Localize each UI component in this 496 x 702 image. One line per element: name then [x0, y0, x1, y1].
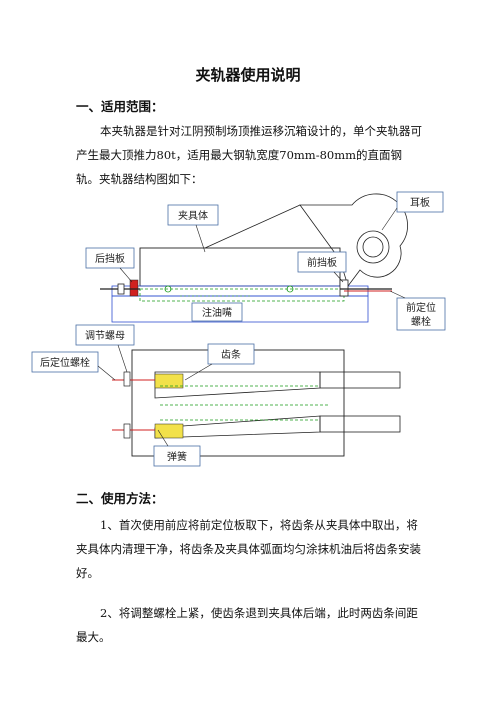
svg-text:螺栓: 螺栓 [411, 315, 431, 328]
svg-text:齿条: 齿条 [221, 348, 241, 361]
grease-nipple-2 [286, 285, 294, 293]
svg-text:夹具体: 夹具体 [178, 209, 208, 222]
svg-text:耳板: 耳板 [410, 196, 430, 209]
usage-step-2: 2、将调整螺栓上紧，使齿条退到夹具体后端，此时两齿条间距最大。 [76, 606, 418, 644]
rear-nut-shape [117, 283, 125, 295]
callout-ear-plate: 耳板 [381, 191, 444, 231]
scope-paragraph: 本夹轨器是针对江阴预制场顶推运移沉箱设计的，单个夹轨器可产生最大顶推力80t，适… [76, 124, 422, 186]
callout-clamp-body: 夹具体 [167, 204, 219, 253]
svg-text:后定位螺栓: 后定位螺栓 [40, 356, 90, 369]
callout-rear-baffle: 后挡板 [85, 247, 135, 283]
ear-plate-outline [299, 193, 408, 287]
svg-text:调节螺母: 调节螺母 [85, 330, 125, 342]
section-heading-usage: 二、使用方法： [76, 491, 164, 506]
svg-text:弹簧: 弹簧 [167, 450, 187, 463]
callout-front-locating-bolt: 前定位 螺栓 [389, 290, 446, 331]
section-heading-scope: 一、适用范围： [76, 99, 164, 114]
lower-rack-yellow [154, 423, 184, 439]
callout-front-baffle: 前挡板 [297, 251, 347, 283]
rear-baffle-shape [129, 279, 139, 297]
upper-rack-yellow [154, 373, 184, 389]
callout-rear-locating-bolt: 后定位螺栓 [31, 351, 116, 381]
ear-plate-hole-outer [356, 230, 390, 264]
svg-text:后挡板: 后挡板 [95, 252, 125, 265]
plan-outer-outline [131, 349, 345, 457]
upper-rack-extension [319, 371, 401, 389]
adjusting-nut-upper [123, 371, 131, 387]
svg-text:前挡板: 前挡板 [307, 256, 337, 269]
callout-spring: 弹簧 [153, 429, 201, 467]
svg-text:注油嘴: 注油嘴 [202, 306, 232, 319]
ear-plate-hole-inner [362, 236, 384, 258]
callout-rack: 齿条 [184, 343, 255, 381]
rail-outline [111, 285, 369, 297]
grease-nipple-1 [164, 285, 172, 293]
ear-plate-edge [204, 204, 301, 249]
front-baffle-shape [339, 279, 349, 297]
document-title: 夹轨器使用说明 [195, 66, 301, 84]
callout-adjusting-nut: 调节螺母 [75, 324, 135, 373]
svg-text:前定位: 前定位 [406, 301, 436, 314]
callout-grease-nipple: 注油嘴 [191, 302, 243, 322]
adjusting-nut-lower [123, 423, 131, 439]
lower-rack-extension [319, 415, 401, 433]
usage-step-1: 1、首次使用前应将前定位板取下，将齿条从夹具体中取出，将夹具体内清理干净，将齿条… [76, 518, 421, 580]
